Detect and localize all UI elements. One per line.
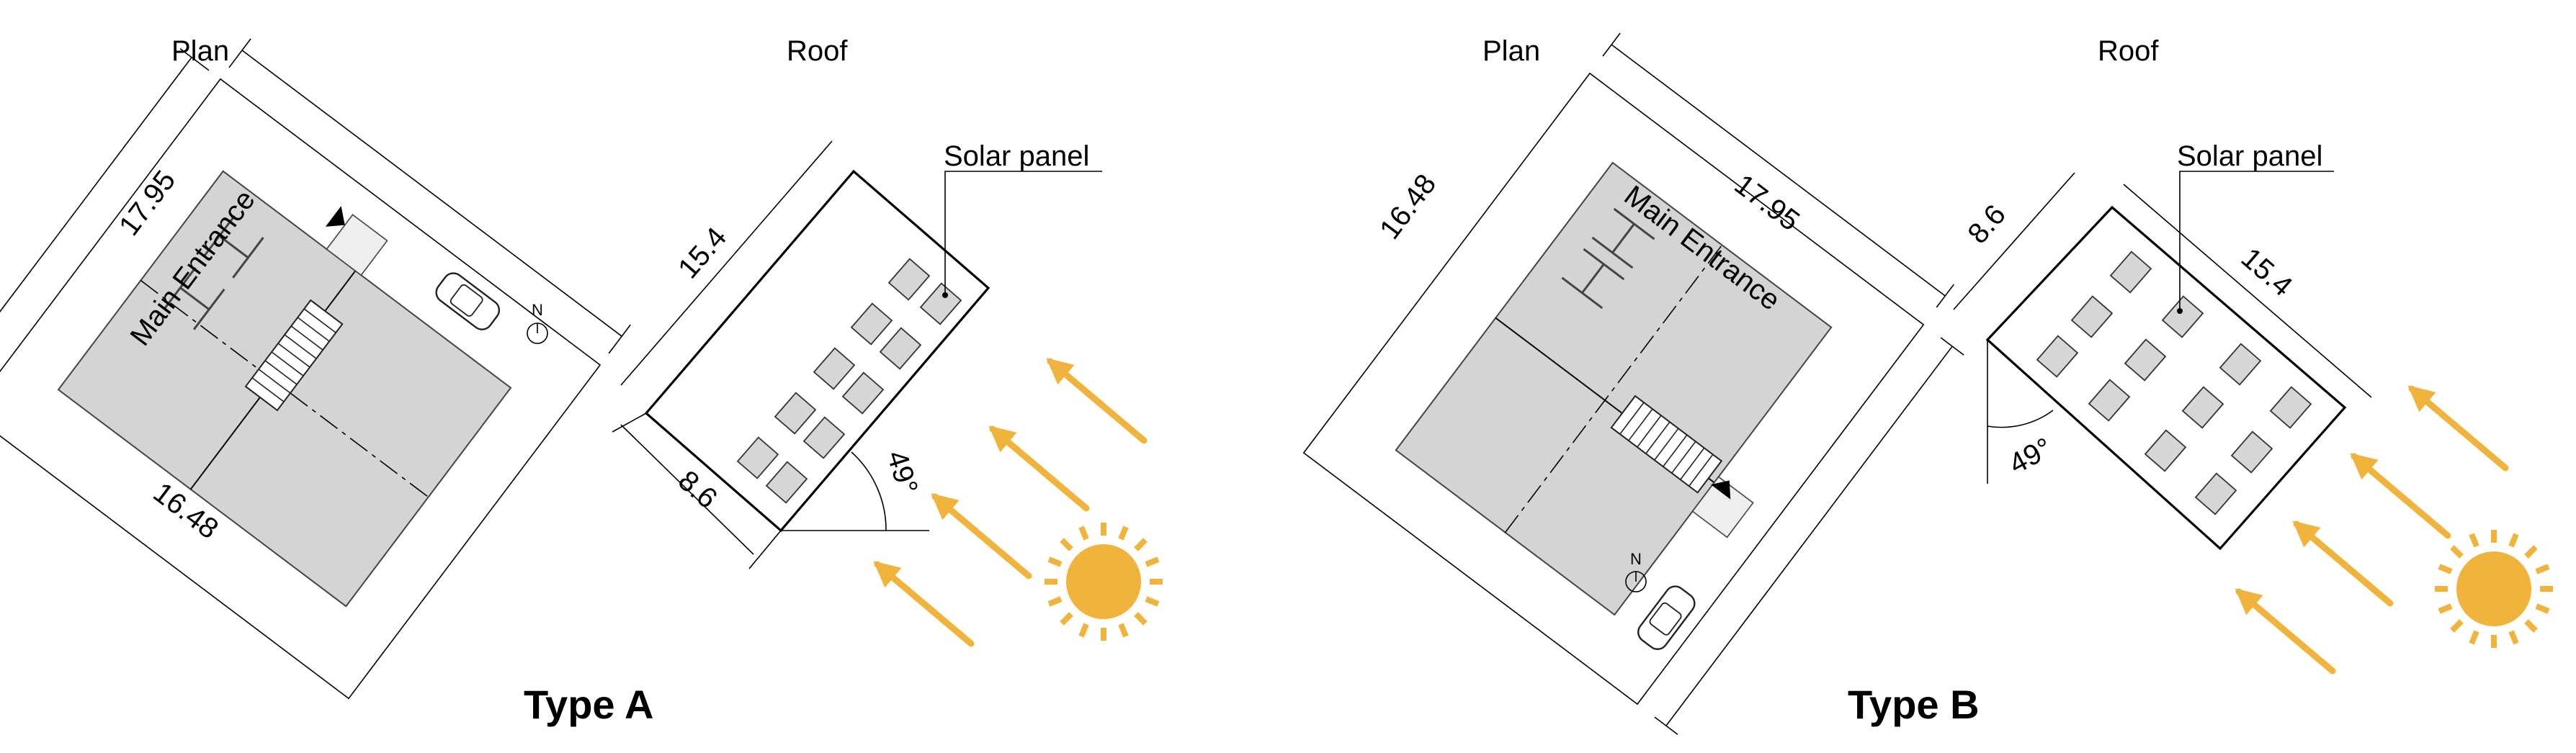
north-icon: N	[527, 301, 548, 344]
type-b-roof-dim-long: 15.4	[2235, 242, 2299, 302]
type-a-roof-dim-short: 8.6	[672, 464, 723, 515]
type-a-plan-title: Plan	[171, 35, 229, 67]
roof-outline	[1985, 205, 2347, 551]
type-b-roof-dim-short: 8.6	[1962, 199, 2012, 250]
type-a-caption: Type A	[524, 682, 653, 727]
car-icon	[1637, 585, 1696, 650]
type-b-plan-dim-short: 16.48	[1374, 168, 1442, 245]
type-b-north-label: N	[1630, 550, 1642, 568]
type-a-figure: Plan Roof Type A	[0, 35, 1163, 727]
type-a-roof-title: Roof	[787, 35, 848, 67]
type-a-plan-dim-long: 17.95	[113, 165, 182, 241]
site-boundary	[1302, 72, 1925, 705]
type-b-figure: Plan Roof Type B	[1302, 32, 2553, 735]
room-marks	[164, 215, 264, 330]
type-a-roof-angle: 49°	[881, 447, 924, 498]
stair-icon	[1610, 394, 1723, 494]
type-b-plan	[1302, 32, 1964, 735]
sun-icon	[1045, 523, 1163, 641]
type-b-caption: Type B	[1848, 682, 1980, 727]
type-b-plan-title: Plan	[1482, 35, 1540, 67]
type-a-north-label: N	[532, 301, 543, 319]
type-a-roof-dim-long: 15.4	[672, 222, 733, 285]
sun-icon	[2435, 530, 2553, 648]
type-b-panel-label: Solar panel	[2177, 140, 2322, 172]
solar-panels	[736, 258, 962, 504]
type-a-panel-label: Solar panel	[944, 140, 1089, 172]
type-b-roof-angle: 49°	[2004, 432, 2057, 480]
solar-panels	[2036, 251, 2312, 515]
type-b-plan-dim-long: 17.95	[1729, 168, 1805, 237]
type-b-roof-title: Roof	[2098, 35, 2159, 67]
entrance-arrow-icon	[1711, 480, 1731, 500]
car-icon	[435, 272, 501, 330]
roof-outline	[644, 169, 990, 533]
site-boundary	[0, 78, 601, 700]
type-a-plan	[0, 38, 631, 700]
entrance-arrow-icon	[325, 206, 345, 227]
type-a-roof: Solar panel 15.4 8.6 49°	[612, 140, 1102, 569]
sun-ray-arrows	[2235, 385, 2509, 675]
stair-icon	[244, 299, 344, 412]
room-marks	[1561, 207, 1655, 310]
sun-ray-arrows	[873, 358, 1148, 647]
type-b-roof: Solar panel 8.6 15.4 49°	[1953, 140, 2372, 551]
north-icon: N	[1625, 550, 1647, 592]
